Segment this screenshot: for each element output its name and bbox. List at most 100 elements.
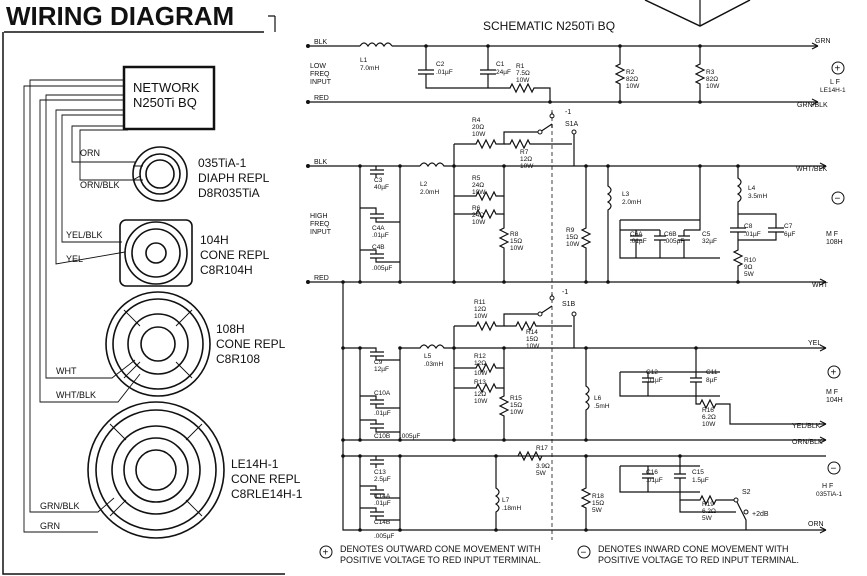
label-c4a: C4A bbox=[372, 225, 385, 232]
value-r12: 12Ω bbox=[474, 360, 486, 367]
label-c3: C3 bbox=[374, 177, 383, 184]
wiring-harness bbox=[23, 79, 141, 533]
rating-r18: 5W bbox=[592, 507, 603, 514]
driver-104h-type: CONE REPL bbox=[200, 248, 270, 262]
driver-108h-icon bbox=[105, 291, 211, 397]
label-c16: C16 bbox=[646, 469, 658, 476]
driver-108h-part: C8R108 bbox=[216, 352, 260, 366]
label-r9: R9 bbox=[566, 227, 575, 234]
polarity-plus-mf2-icon bbox=[827, 365, 841, 379]
low-freq-label-2: FREQ bbox=[310, 71, 330, 78]
legend-minus-line2: POSITIVE VOLTAGE TO RED INPUT TERMINAL. bbox=[598, 555, 799, 565]
label-r16: R16 bbox=[702, 407, 714, 414]
rating-r12: 10W bbox=[474, 370, 488, 377]
value-c6b: .005µF bbox=[664, 238, 684, 245]
label-c7: C7 bbox=[784, 223, 793, 230]
label-r19: R19 bbox=[702, 501, 714, 508]
rating-r16: 10W bbox=[702, 421, 716, 428]
rating-r7: 10W bbox=[520, 163, 534, 170]
rating-r15: 10W bbox=[510, 409, 524, 416]
value-c4a: .01µF bbox=[372, 232, 389, 239]
rating-r17: 5W bbox=[536, 470, 547, 477]
component-labels: L1 7.0mH C2 .01µF C1 24µF R1 7.5Ω 10W R2… bbox=[360, 57, 795, 540]
label-r8: R8 bbox=[510, 231, 519, 238]
label-l7: L7 bbox=[502, 497, 510, 504]
value-c11: 8µF bbox=[706, 377, 717, 384]
label-l5: L5 bbox=[424, 353, 432, 360]
label-c13: C13 bbox=[374, 469, 386, 476]
label-c4b: C4B bbox=[372, 244, 385, 251]
out-hf-1: H F bbox=[822, 483, 833, 490]
switch-s1b-pos: -1 bbox=[562, 289, 568, 296]
polarity-minus-mf1-icon bbox=[831, 191, 845, 205]
schematic-title: SCHEMATIC N250Ti BQ bbox=[483, 19, 615, 33]
value-l4: 3.5mH bbox=[748, 193, 767, 200]
label-r6: R6 bbox=[472, 205, 481, 212]
wire-label-grn-blk: GRN/BLK bbox=[40, 501, 80, 511]
value-r9: 15Ω bbox=[566, 234, 578, 241]
out-grn: GRN bbox=[815, 38, 831, 45]
polarity-minus-mf1: − bbox=[835, 194, 841, 205]
label-r5: R5 bbox=[472, 175, 481, 182]
value-r11: 12Ω bbox=[474, 306, 486, 313]
network-model: N250Ti BQ bbox=[133, 95, 197, 110]
legend-plus-line2: POSITIVE VOLTAGE TO RED INPUT TERMINAL. bbox=[340, 555, 541, 565]
value-r6: 24Ω bbox=[472, 212, 484, 219]
corner-decoration bbox=[644, 0, 751, 27]
label-r2: R2 bbox=[626, 69, 635, 76]
rating-r13: 10W bbox=[474, 398, 488, 405]
lf-input-red-label: RED bbox=[314, 95, 329, 102]
value-l3: 2.0mH bbox=[622, 199, 641, 206]
label-r1: R1 bbox=[516, 63, 525, 70]
wire-label-grn: GRN bbox=[40, 521, 60, 531]
driver-108h-model: 108H bbox=[216, 322, 245, 336]
value-c8: .01µF bbox=[744, 231, 761, 238]
label-l4: L4 bbox=[748, 185, 756, 192]
driver-108h-type: CONE REPL bbox=[216, 337, 286, 351]
rating-r10: 5W bbox=[744, 271, 755, 278]
label-c14a: C14A bbox=[374, 493, 391, 500]
label-c9: C9 bbox=[374, 359, 383, 366]
rating-r9: 10W bbox=[566, 241, 580, 248]
driver-104h-icon bbox=[119, 219, 193, 287]
value-r17: 3.9Ω bbox=[536, 463, 550, 470]
out-wht: WHT bbox=[812, 282, 829, 289]
value-r8: 15Ω bbox=[510, 238, 522, 245]
low-freq-label-3: INPUT bbox=[310, 79, 332, 86]
switch-s1a-pos: -1 bbox=[565, 109, 571, 116]
schematic: BLK RED LOW FREQ INPUT BLK RED HIGH FREQ… bbox=[306, 38, 846, 540]
label-c2: C2 bbox=[436, 61, 445, 68]
value-c3: 40µF bbox=[374, 184, 389, 191]
hf-input-blk-label: BLK bbox=[314, 159, 328, 166]
legend-minus-symbol: − bbox=[581, 548, 587, 559]
value-c9: 12µF bbox=[374, 366, 389, 373]
driver-le14h-type: CONE REPL bbox=[231, 472, 301, 486]
label-r11: R11 bbox=[474, 299, 486, 306]
value-r5: 24Ω bbox=[472, 182, 484, 189]
driver-le14h-part: C8RLE14H-1 bbox=[231, 487, 303, 501]
driver-le14h-model: LE14H-1 bbox=[231, 457, 279, 471]
value-c5: 32µF bbox=[702, 238, 717, 245]
legend-minus-line1: DENOTES INWARD CONE MOVEMENT WITH bbox=[598, 544, 789, 554]
label-l3: L3 bbox=[622, 191, 630, 198]
value-c16: .01µF bbox=[646, 477, 663, 484]
low-freq-label-1: LOW bbox=[310, 63, 326, 70]
rating-r14: 10W bbox=[526, 343, 540, 350]
driver-035tia-part: D8R035TiA bbox=[198, 186, 260, 200]
value-r7: 12Ω bbox=[520, 156, 532, 163]
value-c4b: .005µF bbox=[372, 265, 392, 272]
high-freq-label-3: INPUT bbox=[310, 229, 332, 236]
label-c14b: C14B bbox=[374, 519, 390, 526]
label-l6: L6 bbox=[594, 395, 602, 402]
switch-s2-label: S2 bbox=[742, 489, 751, 496]
value-l2: 2.0mH bbox=[420, 189, 439, 196]
label-c15: C15 bbox=[692, 469, 704, 476]
network-label: NETWORK bbox=[133, 80, 200, 95]
rating-r19: 5W bbox=[702, 515, 713, 522]
value-l5: .03mH bbox=[424, 361, 443, 368]
value-c14b: .005µF bbox=[374, 533, 394, 540]
switch-s1b-label: S1B bbox=[562, 301, 576, 308]
value-r3: 82Ω bbox=[706, 76, 718, 83]
value-r15: 15Ω bbox=[510, 402, 522, 409]
